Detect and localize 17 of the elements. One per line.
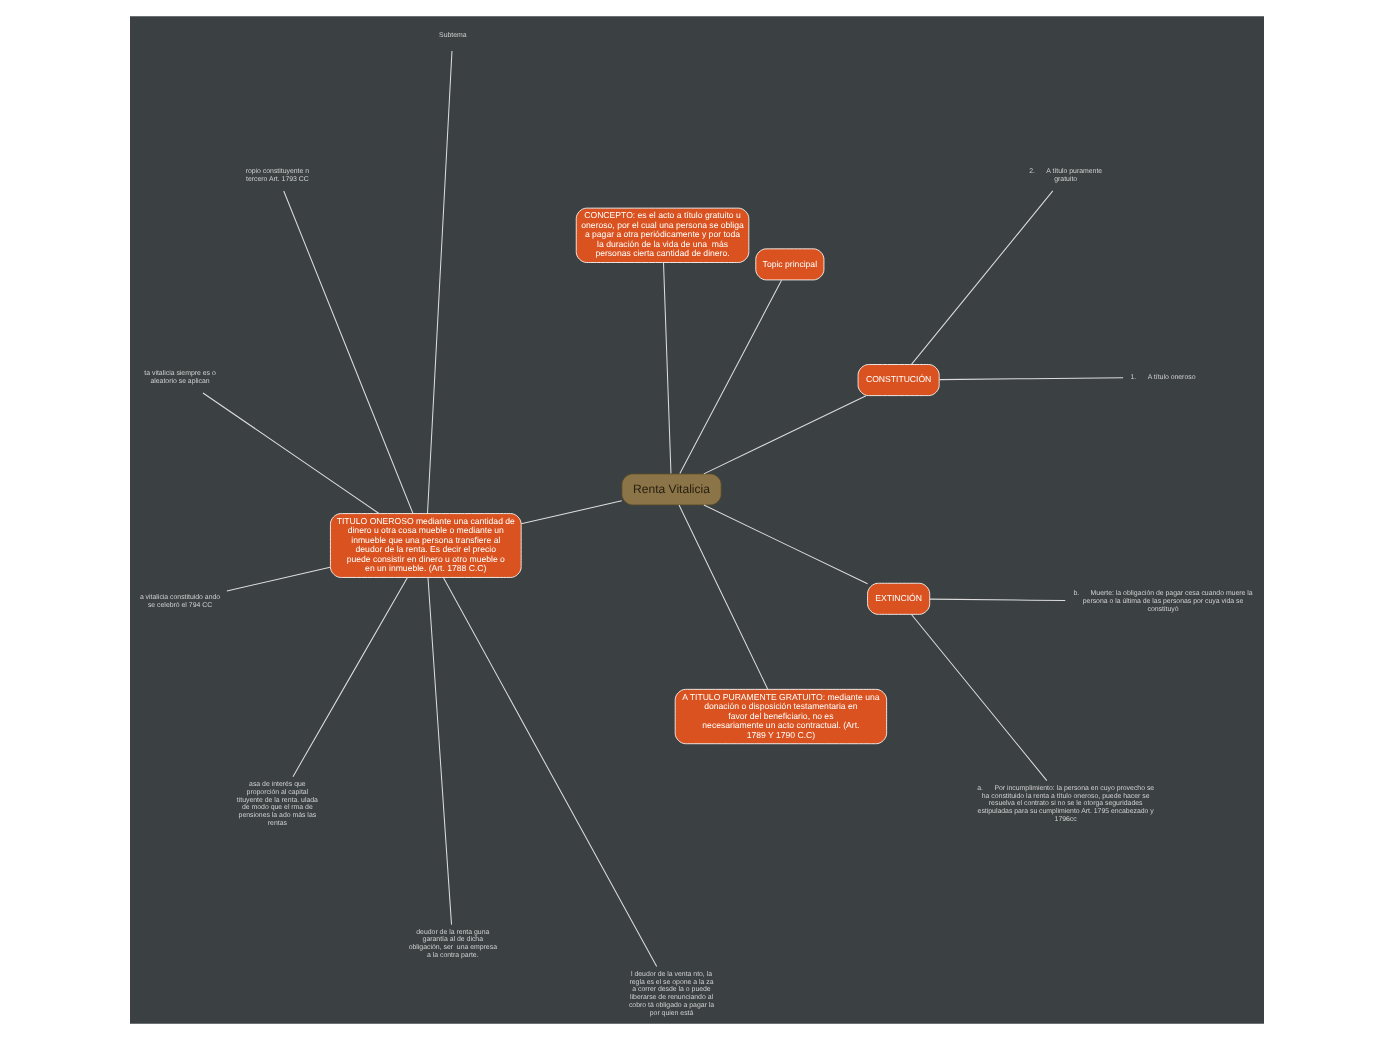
connector — [225, 566, 330, 592]
connector — [519, 500, 622, 525]
connector — [678, 279, 782, 475]
connector — [201, 392, 379, 514]
connector — [441, 577, 657, 968]
connector — [928, 598, 1065, 602]
connector — [909, 190, 1053, 365]
connector — [662, 262, 671, 475]
connector — [909, 614, 1047, 782]
connector — [426, 577, 452, 926]
connector — [702, 504, 868, 585]
connector — [677, 504, 768, 690]
connector — [937, 377, 1123, 381]
connector — [282, 190, 413, 514]
connector — [291, 577, 407, 778]
connector — [702, 395, 866, 475]
connector — [426, 50, 452, 514]
